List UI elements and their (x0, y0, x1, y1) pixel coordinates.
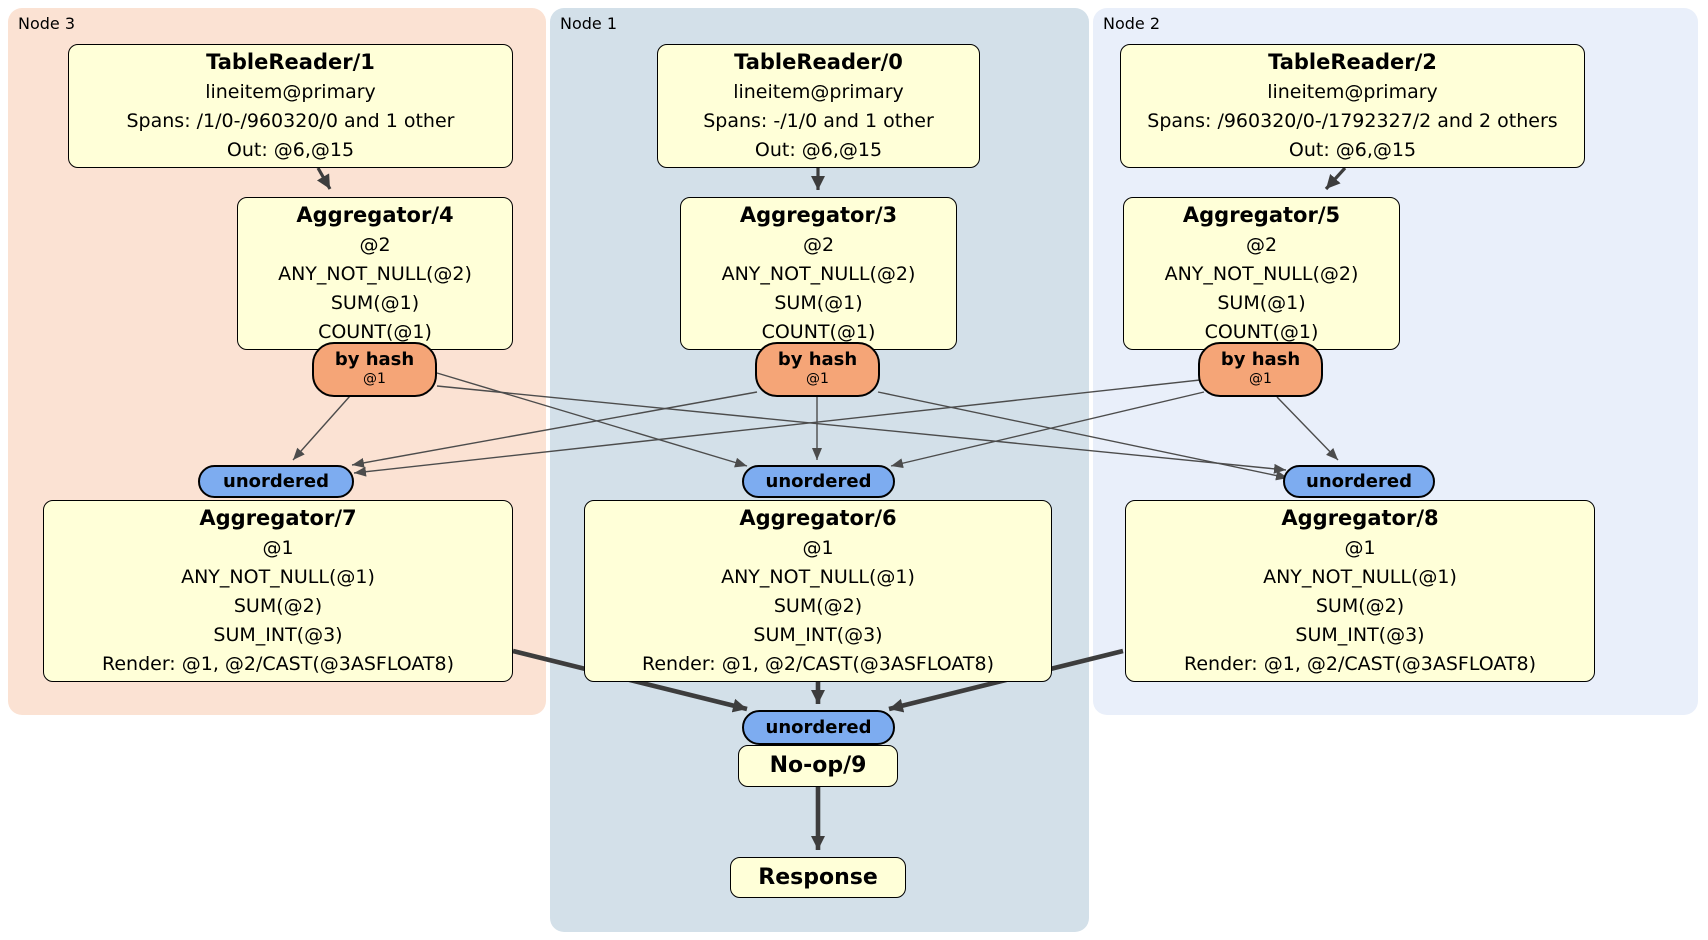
processor-agg-fn: SUM(@1) (330, 292, 420, 314)
processor-agg-fn: ANY_NOT_NULL(@2) (1164, 263, 1359, 285)
processor-agg-fn: SUM(@2) (1315, 595, 1405, 617)
processor-agg-fn: ANY_NOT_NULL(@1) (721, 566, 915, 588)
sync-label: unordered (765, 717, 872, 738)
processor-spans: Spans: /1/0-/960320/0 and 1 other (126, 110, 455, 132)
processor-index: lineitem@primary (733, 81, 904, 103)
processor-agg-fn: SUM(@2) (233, 595, 323, 617)
processor-agg-fn: SUM_INT(@3) (213, 624, 343, 646)
processor-title: TableReader/2 (1268, 50, 1437, 74)
router-by-hash-node3: by hash @1 (312, 342, 437, 397)
processor-aggregator-3: Aggregator/3 @2 ANY_NOT_NULL(@2) SUM(@1)… (680, 197, 957, 350)
router-by-hash-node2: by hash @1 (1198, 342, 1323, 397)
processor-index: lineitem@primary (1267, 81, 1438, 103)
sync-unordered-node1: unordered (742, 465, 895, 498)
processor-agg-fn: SUM_INT(@3) (1295, 624, 1425, 646)
processor-aggregator-8: Aggregator/8 @1 ANY_NOT_NULL(@1) SUM(@2)… (1125, 500, 1595, 682)
processor-aggregator-5: Aggregator/5 @2 ANY_NOT_NULL(@2) SUM(@1)… (1123, 197, 1400, 350)
processor-agg-fn: ANY_NOT_NULL(@1) (1263, 566, 1457, 588)
processor-groupcols: @1 (1344, 537, 1376, 559)
sync-label: unordered (765, 471, 872, 492)
processor-tablereader-2: TableReader/2 lineitem@primary Spans: /9… (1120, 44, 1585, 168)
processor-spans: Spans: /960320/0-/1792327/2 and 2 others (1147, 110, 1558, 132)
processor-groupcols: @1 (262, 537, 294, 559)
sync-label: unordered (1306, 471, 1412, 492)
router-by-hash-node1: by hash @1 (755, 342, 880, 397)
router-columns: @1 (363, 371, 386, 387)
processor-agg-fn: ANY_NOT_NULL(@1) (181, 566, 375, 588)
response-node: Response (730, 857, 906, 898)
sync-unordered-node3: unordered (198, 465, 354, 498)
region-label-node2: Node 2 (1103, 14, 1161, 33)
processor-agg-fn: ANY_NOT_NULL(@2) (721, 263, 916, 285)
router-label: by hash (334, 349, 415, 370)
processor-title: Aggregator/5 (1182, 203, 1341, 227)
processor-aggregator-4: Aggregator/4 @2 ANY_NOT_NULL(@2) SUM(@1)… (237, 197, 513, 350)
router-columns: @1 (1249, 371, 1272, 387)
region-label-node3: Node 3 (18, 14, 76, 33)
sync-label: unordered (223, 471, 329, 492)
response-title: Response (758, 864, 878, 890)
processor-agg-fn: SUM(@2) (773, 595, 863, 617)
processor-noop-9: No-op/9 (738, 745, 898, 787)
processor-render: Render: @1, @2/CAST(@3ASFLOAT8) (642, 653, 994, 675)
processor-groupcols: @2 (1245, 234, 1278, 256)
processor-out: Out: @6,@15 (226, 139, 355, 161)
processor-groupcols: @2 (802, 234, 835, 256)
processor-render: Render: @1, @2/CAST(@3ASFLOAT8) (102, 653, 454, 675)
router-label: by hash (1220, 349, 1301, 370)
sync-unordered-final: unordered (742, 710, 895, 745)
processor-out: Out: @6,@15 (754, 139, 883, 161)
processor-tablereader-1: TableReader/1 lineitem@primary Spans: /1… (68, 44, 513, 168)
processor-title: TableReader/0 (734, 50, 903, 74)
processor-render: Render: @1, @2/CAST(@3ASFLOAT8) (1184, 653, 1536, 675)
processor-agg-fn: COUNT(@1) (761, 321, 876, 343)
processor-index: lineitem@primary (205, 81, 376, 103)
processor-groupcols: @1 (802, 537, 834, 559)
router-label: by hash (777, 349, 858, 370)
processor-title: Aggregator/6 (739, 506, 897, 530)
sync-unordered-node2: unordered (1283, 465, 1435, 498)
processor-aggregator-6: Aggregator/6 @1 ANY_NOT_NULL(@1) SUM(@2)… (584, 500, 1052, 682)
processor-title: No-op/9 (769, 753, 867, 778)
processor-spans: Spans: -/1/0 and 1 other (703, 110, 934, 132)
processor-agg-fn: COUNT(@1) (318, 321, 432, 343)
processor-out: Out: @6,@15 (1288, 139, 1417, 161)
processor-aggregator-7: Aggregator/7 @1 ANY_NOT_NULL(@1) SUM(@2)… (43, 500, 513, 682)
processor-tablereader-0: TableReader/0 lineitem@primary Spans: -/… (657, 44, 980, 168)
router-columns: @1 (806, 371, 829, 387)
processor-agg-fn: SUM_INT(@3) (753, 624, 883, 646)
processor-title: Aggregator/3 (739, 203, 898, 227)
processor-title: Aggregator/4 (296, 203, 454, 227)
processor-title: Aggregator/7 (199, 506, 357, 530)
processor-agg-fn: ANY_NOT_NULL(@2) (278, 263, 472, 285)
processor-agg-fn: SUM(@1) (1217, 292, 1306, 314)
processor-groupcols: @2 (359, 234, 391, 256)
region-label-node1: Node 1 (560, 14, 618, 33)
processor-agg-fn: SUM(@1) (774, 292, 863, 314)
processor-agg-fn: COUNT(@1) (1204, 321, 1319, 343)
processor-title: TableReader/1 (206, 50, 375, 74)
processor-title: Aggregator/8 (1281, 506, 1439, 530)
